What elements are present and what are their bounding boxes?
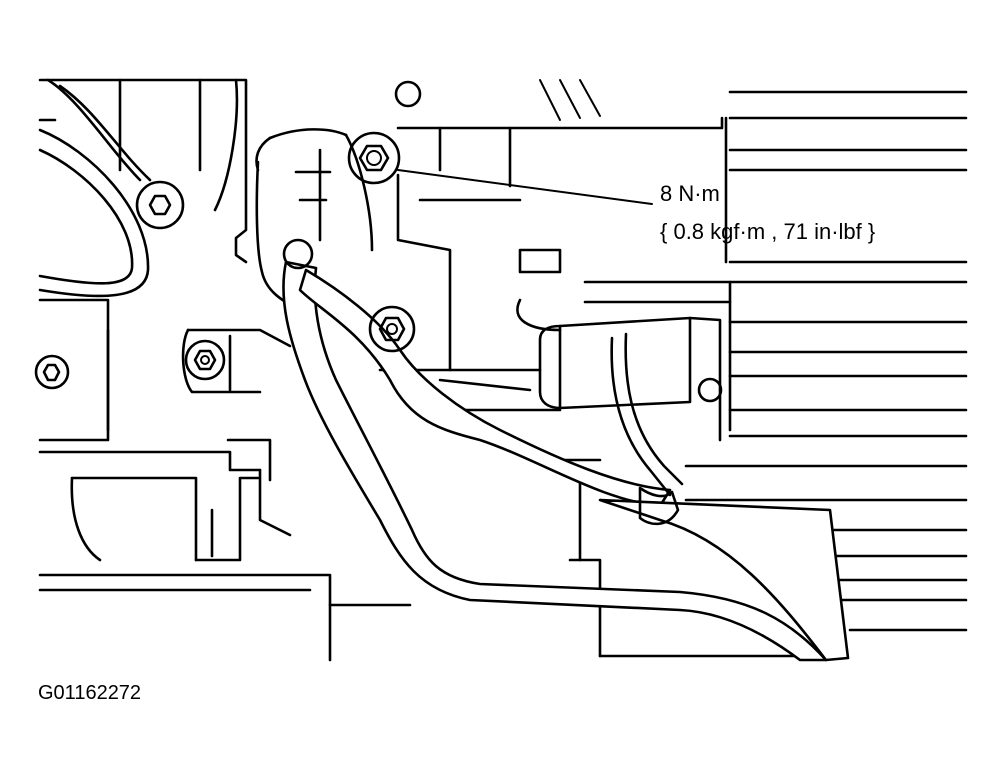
small-hole-right [697,377,723,403]
torque-value-nm: 8 N·m [660,181,720,206]
torque-leader-line [397,169,653,205]
top-hatching [539,79,601,121]
bolt-torque-target [347,131,401,185]
mounting-bracket [181,328,292,394]
figure-id-label: G01162272 [38,682,142,704]
bolt-left-edge [34,354,70,390]
hose-fitting [282,238,314,270]
left-cables [38,118,150,298]
sensor-box [538,316,722,442]
upper-left-bracket [38,78,248,264]
torque-value-alternate-units: { 0.8 kgf·m , 71 in·lbf } [660,219,876,244]
bolt-upper-left [135,180,185,230]
right-structure-lines [583,90,968,658]
left-housing [38,298,412,662]
bolt-center [368,305,416,353]
center-housing [255,116,724,658]
bolt-bracket [184,339,226,381]
sensor-wire [610,332,684,497]
small-hole-top [394,80,422,108]
